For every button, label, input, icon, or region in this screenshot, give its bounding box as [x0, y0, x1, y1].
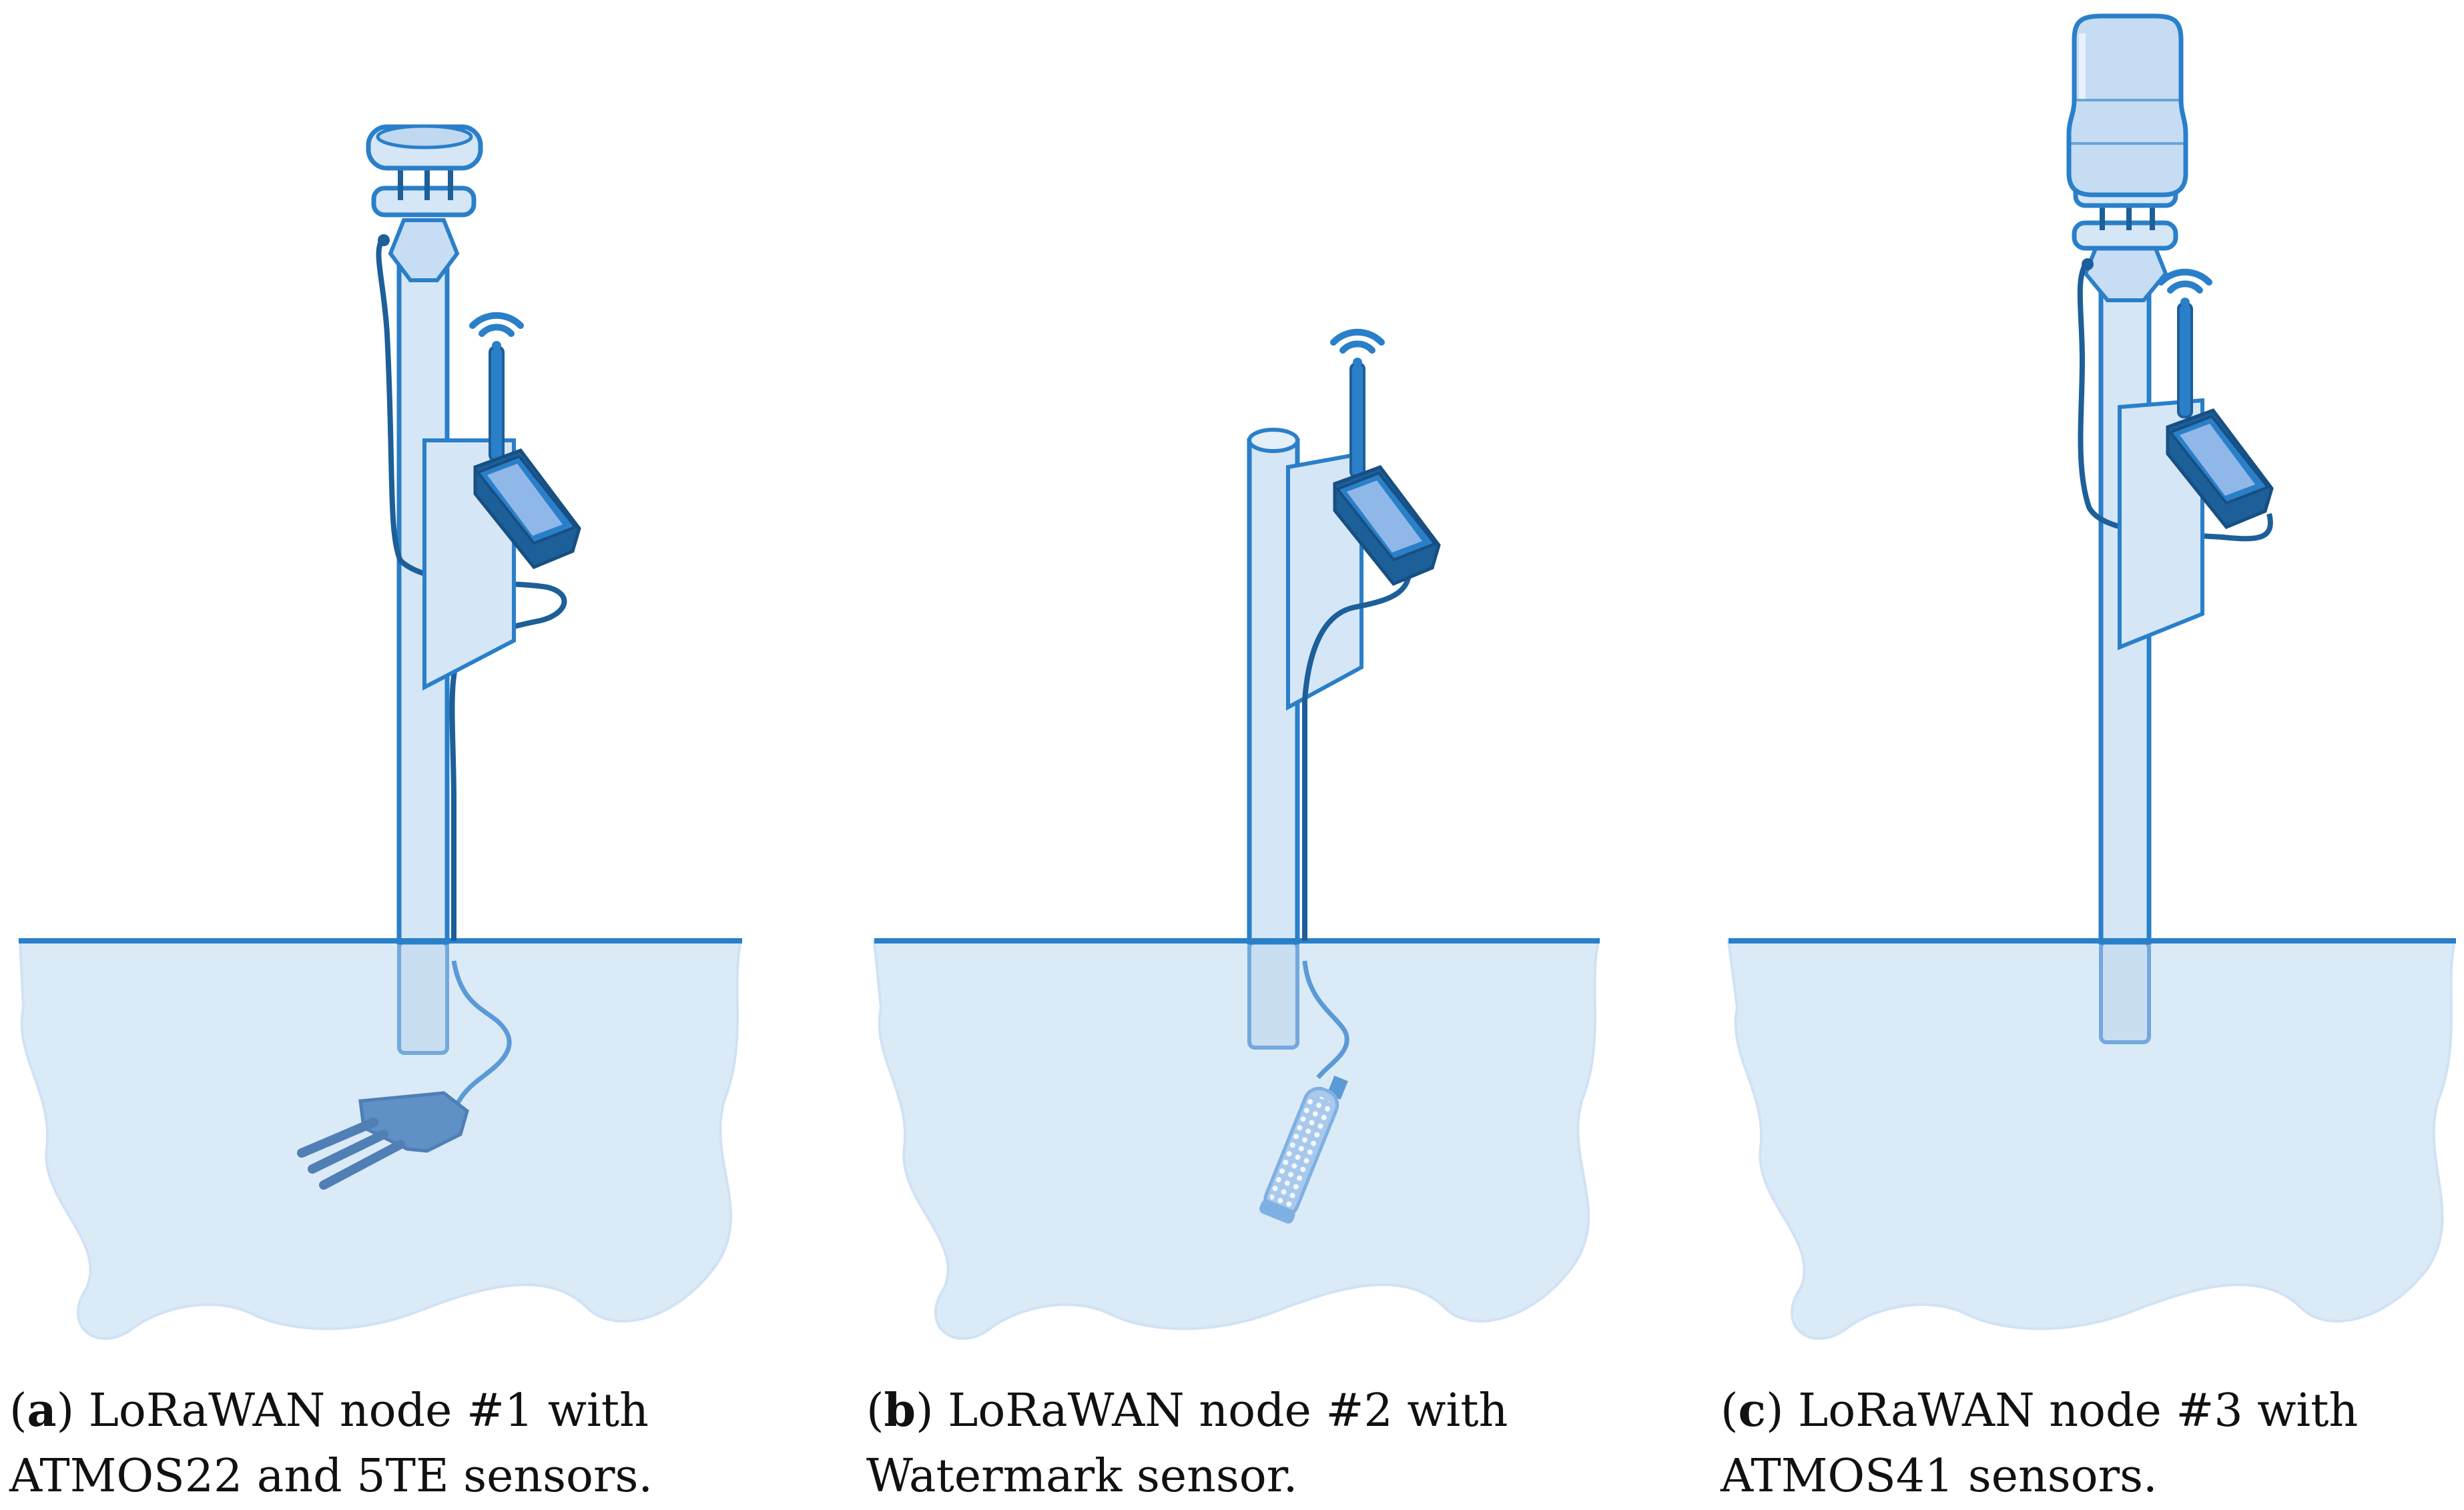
- cable-station-c: [2077, 262, 2273, 542]
- panel-a: [18, 124, 743, 1341]
- lorawan-device-icon: [473, 448, 581, 570]
- caption-letter: c: [1738, 1384, 1766, 1437]
- panel-b: [872, 328, 1600, 1341]
- wifi-signal-icon: [469, 312, 524, 350]
- pole-top-b: [1247, 428, 1299, 453]
- cable-underground-b: [1302, 960, 1349, 1080]
- caption-b: (b) LoRaWAN node #2 with Watermark senso…: [866, 1378, 1607, 1509]
- pole-underground-c: [2099, 940, 2151, 1044]
- caption-letter: b: [884, 1384, 916, 1437]
- caption-line-1: (c) LoRaWAN node #3 with: [1721, 1384, 2359, 1437]
- watermark-sensor-icon: [1259, 1075, 1348, 1224]
- antenna-icon: [1349, 362, 1365, 478]
- wifi-signal-icon: [1330, 328, 1385, 367]
- caption-text: LoRaWAN node #1 with: [88, 1385, 649, 1437]
- caption-line-1: (b) LoRaWAN node #2 with: [866, 1384, 1508, 1437]
- cable-device-b: [1302, 560, 1412, 941]
- lorawan-device-icon: [2166, 408, 2274, 530]
- pole-underground-a: [397, 940, 449, 1055]
- soil-b: [872, 939, 1600, 1341]
- soil-probe-icon: [297, 1091, 469, 1190]
- caption-text: LoRaWAN node #3 with: [1798, 1385, 2359, 1437]
- soil-c: [1727, 939, 2457, 1341]
- antenna-icon: [2177, 302, 2193, 418]
- weather-station-icon: [2066, 13, 2188, 302]
- cable-underground-a: [451, 960, 512, 1110]
- wifi-signal-icon: [2158, 268, 2212, 307]
- caption-text: LoRaWAN node #2 with: [948, 1385, 1508, 1437]
- caption-line-2: Watermark sensor.: [866, 1450, 1298, 1503]
- pole-underground-b: [1247, 940, 1299, 1050]
- caption-line-2: ATMOS22 and 5TE sensors.: [9, 1450, 653, 1503]
- caption-line-1: (a) LoRaWAN node #1 with: [9, 1384, 649, 1437]
- panel-c: [1727, 13, 2457, 1341]
- caption-line-2: ATMOS41 sensors.: [1721, 1450, 2158, 1503]
- antenna-icon: [489, 346, 505, 462]
- caption-c: (c) LoRaWAN node #3 with ATMOS41 sensors…: [1721, 1378, 2461, 1509]
- weather-station-icon: [366, 124, 483, 282]
- caption-a: (a) LoRaWAN node #1 with ATMOS22 and 5TE…: [9, 1378, 750, 1509]
- caption-letter: a: [27, 1384, 57, 1437]
- lorawan-device-icon: [1333, 465, 1441, 587]
